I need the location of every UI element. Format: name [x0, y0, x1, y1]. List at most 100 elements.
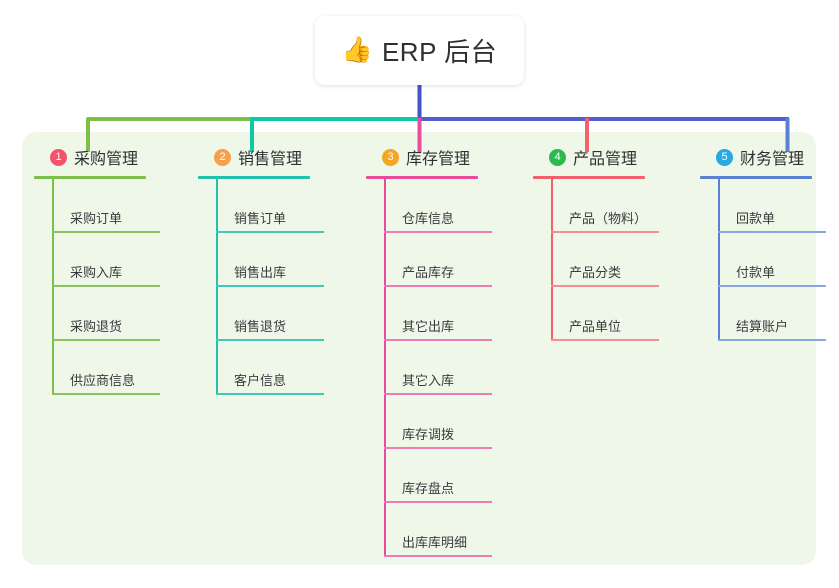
branch-spine-3 — [384, 179, 386, 557]
leaf-item[interactable]: 其它入库 — [384, 341, 492, 395]
leaf-rule — [216, 285, 324, 287]
leaf-rule — [718, 285, 826, 287]
branch-column-3: 3 库存管理 仓库信息 产品库存 其它出库 其它入库 库存调拨 — [366, 146, 492, 557]
branch-title-1: 采购管理 — [74, 151, 139, 168]
leaf-label: 产品库存 — [402, 265, 455, 280]
leaf-label: 产品单位 — [569, 319, 622, 334]
leaf-label: 采购入库 — [70, 265, 123, 280]
root-node-label: ERP 后台 — [381, 37, 498, 67]
branch-column-5: 5 财务管理 回款单 付款单 结算账户 — [700, 146, 826, 341]
leaf-rule — [216, 393, 324, 395]
branch-header-3[interactable]: 3 库存管理 — [366, 146, 478, 168]
branch-leaf-list-2: 销售订单 销售出库 销售退货 客户信息 — [198, 179, 324, 395]
leaf-label: 销售订单 — [234, 211, 287, 226]
leaf-item[interactable]: 产品库存 — [384, 233, 492, 287]
root-node[interactable]: 👍 ERP 后台 — [315, 16, 524, 85]
leaf-item[interactable]: 客户信息 — [216, 341, 324, 395]
branch-number-badge-4: 4 — [549, 148, 566, 166]
leaf-label: 仓库信息 — [402, 211, 455, 226]
branch-spine-4 — [551, 179, 553, 341]
branch-spine-1 — [52, 179, 54, 395]
leaf-rule — [384, 393, 492, 395]
branch-spine-5 — [718, 179, 720, 341]
leaf-label: 其它出库 — [402, 319, 455, 334]
leaf-label: 库存调拨 — [402, 427, 455, 442]
leaf-item[interactable]: 销售订单 — [216, 179, 324, 233]
branch-leaf-list-3: 仓库信息 产品库存 其它出库 其它入库 库存调拨 库存盘点 — [366, 179, 492, 557]
leaf-item[interactable]: 供应商信息 — [52, 341, 160, 395]
leaf-item[interactable]: 产品分类 — [551, 233, 659, 287]
leaf-item[interactable]: 库存盘点 — [384, 449, 492, 503]
branch-rule-1 — [34, 176, 146, 179]
branch-column-1: 1 采购管理 采购订单 采购入库 采购退货 供应商信息 — [34, 146, 160, 395]
leaf-rule — [52, 285, 160, 287]
leaf-rule — [551, 339, 659, 341]
leaf-item[interactable]: 销售出库 — [216, 233, 324, 287]
leaf-item[interactable]: 采购退货 — [52, 287, 160, 341]
leaf-item[interactable]: 回款单 — [718, 179, 826, 233]
leaf-label: 回款单 — [736, 211, 776, 226]
branch-number-badge-1: 1 — [50, 148, 67, 166]
branch-leaf-list-1: 采购订单 采购入库 采购退货 供应商信息 — [34, 179, 160, 395]
leaf-item[interactable]: 结算账户 — [718, 287, 826, 341]
leaf-label: 客户信息 — [234, 373, 287, 388]
leaf-item[interactable]: 产品（物料） — [551, 179, 659, 233]
leaf-label: 供应商信息 — [70, 373, 136, 388]
leaf-label: 付款单 — [736, 265, 776, 280]
branch-rule-4 — [533, 176, 645, 179]
leaf-rule — [551, 285, 659, 287]
branch-column-2: 2 销售管理 销售订单 销售出库 销售退货 客户信息 — [198, 146, 324, 395]
leaf-label: 采购订单 — [70, 211, 123, 226]
leaf-label: 出库库明细 — [402, 535, 468, 550]
leaf-rule — [384, 501, 492, 503]
branch-leaf-list-5: 回款单 付款单 结算账户 — [700, 179, 826, 341]
leaf-item[interactable]: 仓库信息 — [384, 179, 492, 233]
leaf-item[interactable]: 采购订单 — [52, 179, 160, 233]
leaf-rule — [216, 339, 324, 341]
branch-column-4: 4 产品管理 产品（物料） 产品分类 产品单位 — [533, 146, 659, 341]
branch-header-2[interactable]: 2 销售管理 — [198, 146, 310, 168]
leaf-rule — [551, 231, 659, 233]
leaf-rule — [384, 447, 492, 449]
leaf-rule — [718, 339, 826, 341]
branch-title-5: 财务管理 — [740, 151, 805, 168]
branch-number-badge-3: 3 — [382, 148, 399, 166]
branch-number-badge-2: 2 — [214, 148, 231, 166]
leaf-item[interactable]: 库存调拨 — [384, 395, 492, 449]
leaf-item[interactable]: 产品单位 — [551, 287, 659, 341]
leaf-label: 采购退货 — [70, 319, 123, 334]
leaf-rule — [384, 285, 492, 287]
leaf-label: 库存盘点 — [402, 481, 455, 496]
leaf-rule — [384, 231, 492, 233]
leaf-label: 产品分类 — [569, 265, 622, 280]
branch-rule-3 — [366, 176, 478, 179]
branch-leaf-list-4: 产品（物料） 产品分类 产品单位 — [533, 179, 659, 341]
leaf-item[interactable]: 销售退货 — [216, 287, 324, 341]
branch-header-5[interactable]: 5 财务管理 — [700, 146, 812, 168]
leaf-item[interactable]: 出库库明细 — [384, 503, 492, 557]
branch-number-badge-5: 5 — [716, 148, 733, 166]
leaf-rule — [52, 339, 160, 341]
branch-header-4[interactable]: 4 产品管理 — [533, 146, 647, 168]
leaf-item[interactable]: 采购入库 — [52, 233, 160, 287]
leaf-rule — [216, 231, 324, 233]
branch-header-1[interactable]: 1 采购管理 — [34, 146, 146, 168]
leaf-rule — [52, 393, 160, 395]
leaf-label: 销售出库 — [234, 265, 287, 280]
leaf-label: 结算账户 — [736, 319, 789, 334]
leaf-rule — [52, 231, 160, 233]
thumbs-up-icon: 👍 — [341, 36, 373, 64]
leaf-rule — [384, 555, 492, 557]
leaf-rule — [718, 231, 826, 233]
leaf-label: 其它入库 — [402, 373, 455, 388]
leaf-item[interactable]: 付款单 — [718, 233, 826, 287]
leaf-label: 销售退货 — [234, 319, 287, 334]
branch-rule-2 — [198, 176, 310, 179]
leaf-rule — [384, 339, 492, 341]
branch-title-4: 产品管理 — [573, 151, 638, 168]
branch-title-2: 销售管理 — [238, 151, 303, 168]
leaf-label: 产品（物料） — [569, 211, 648, 226]
branch-title-3: 库存管理 — [406, 151, 471, 168]
leaf-item[interactable]: 其它出库 — [384, 287, 492, 341]
